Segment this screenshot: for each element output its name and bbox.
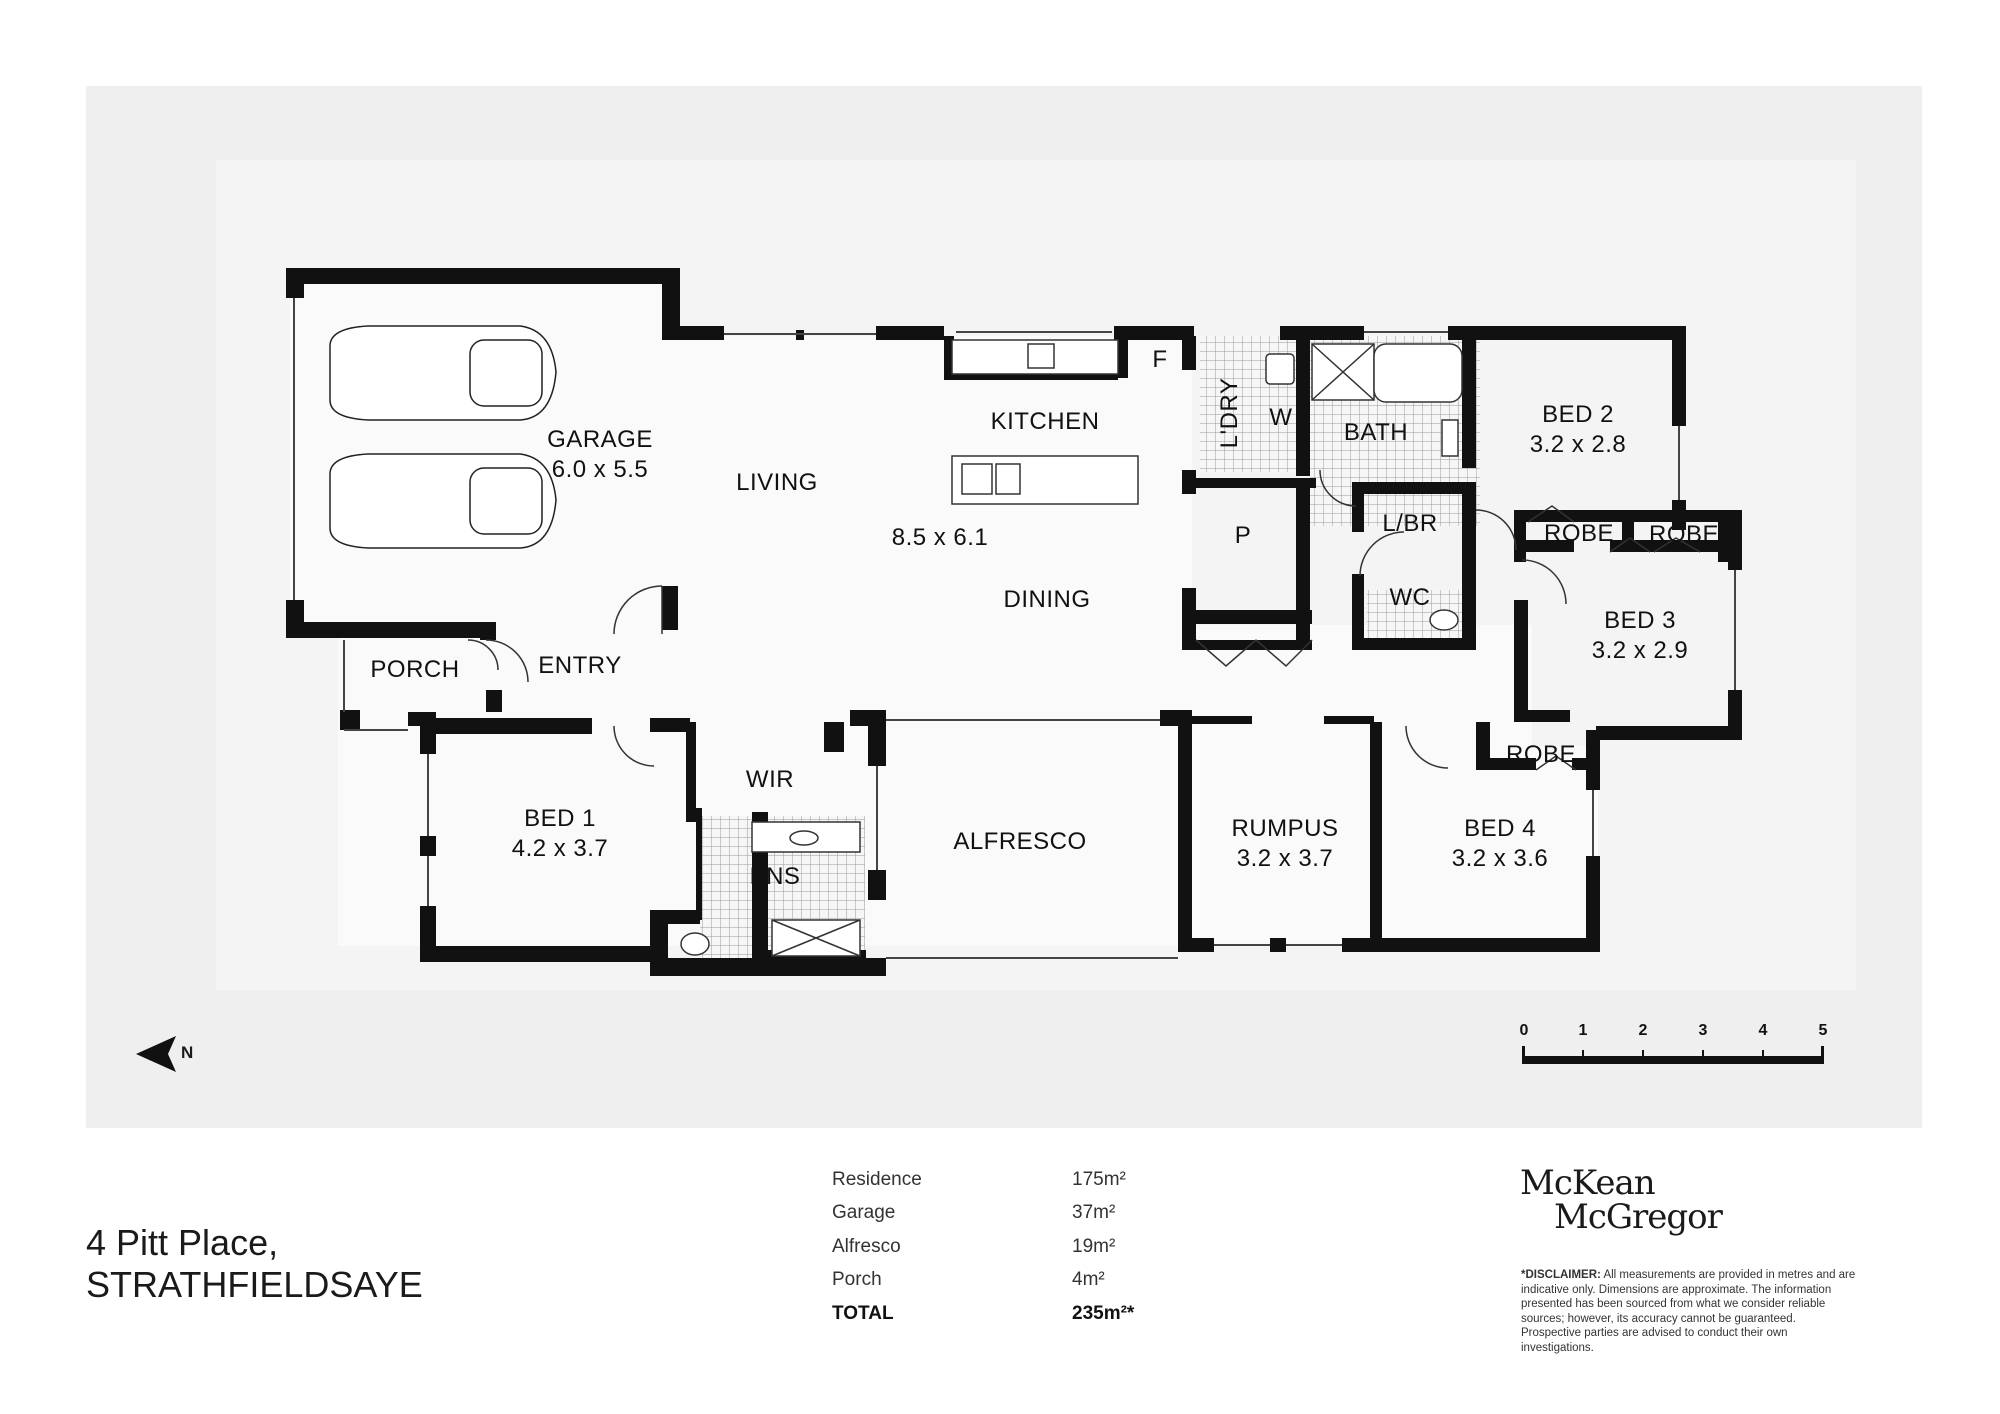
- room-dimensions: 3.2 x 3.6: [1451, 845, 1549, 872]
- area-name: Garage: [832, 1202, 896, 1224]
- room-name: PORCH: [370, 656, 460, 683]
- room-wir: WIR: [730, 765, 810, 795]
- room-bed3: BED 3 3.2 x 2.9: [1580, 606, 1700, 666]
- room-name: BED 3: [1604, 607, 1676, 634]
- room-dimensions: 3.2 x 3.7: [1236, 845, 1334, 872]
- room-name: L/BR: [1382, 510, 1438, 537]
- area-value: 175m²: [1072, 1168, 1126, 1190]
- scale-tick-3: 3: [1698, 1022, 1708, 1039]
- room-dining: DINING: [987, 585, 1107, 615]
- room-bed1: BED 1 4.2 x 3.7: [500, 804, 620, 864]
- room-name: ROBE: [1505, 741, 1576, 768]
- walls: [286, 268, 1742, 976]
- room-name: WC: [1389, 584, 1431, 611]
- room-fridge: F: [1145, 345, 1175, 375]
- room-bath: BATH: [1336, 418, 1416, 448]
- room-robe-bed3: ROBE: [1636, 520, 1732, 550]
- room-dimensions: 3.2 x 2.9: [1591, 637, 1689, 664]
- room-name: ENTRY: [538, 652, 622, 679]
- area-summary-table: Residence 175m² Garage 37m² Alfresco 19m…: [832, 1163, 1134, 1331]
- room-ens: ENS: [735, 862, 815, 892]
- room-robe-bed4: ROBE: [1493, 740, 1589, 770]
- room-dimensions: 3.2 x 2.8: [1529, 431, 1627, 458]
- room-name: BED 4: [1464, 815, 1536, 842]
- disclaimer: *DISCLAIMER: All measurements are provid…: [1521, 1268, 1856, 1355]
- room-name: ENS: [749, 863, 801, 890]
- room-name: KITCHEN: [990, 408, 1100, 435]
- agency-logo: McKean McGregor: [1520, 1163, 1723, 1237]
- room-name: BED 2: [1542, 401, 1614, 428]
- scale-tick-5: 5: [1818, 1022, 1828, 1039]
- room-name: LIVING: [736, 469, 818, 496]
- room-name: WIR: [745, 766, 795, 793]
- room-dimensions: 8.5 x 6.1: [891, 524, 989, 551]
- address-line-1: 4 Pitt Place,: [86, 1222, 279, 1263]
- room-name: L'DRY: [1216, 377, 1243, 449]
- room-name: ALFRESCO: [953, 828, 1087, 855]
- room-bed2: BED 2 3.2 x 2.8: [1518, 400, 1638, 460]
- scale-tick-0: 0: [1519, 1022, 1529, 1039]
- disclaimer-label: *DISCLAIMER:: [1521, 1269, 1601, 1281]
- room-alfresco: ALFRESCO: [940, 827, 1100, 857]
- room-name: W: [1269, 404, 1293, 431]
- room-name: ROBE: [1648, 521, 1719, 548]
- room-wc: WC: [1380, 583, 1440, 613]
- room-porch: PORCH: [360, 655, 470, 685]
- room-name: BATH: [1343, 419, 1409, 446]
- area-value: 19m²: [1072, 1235, 1116, 1257]
- address-line-2: STRATHFIELDSAYE: [86, 1264, 423, 1305]
- table-row: Garage 37m²: [832, 1197, 1134, 1231]
- doors: [467, 469, 1701, 771]
- room-dimensions: 4.2 x 3.7: [511, 835, 609, 862]
- room-linen: L/BR: [1370, 509, 1450, 539]
- kitchen-fixtures: [951, 339, 1139, 505]
- room-pantry: P: [1228, 521, 1258, 551]
- area-name: Alfresco: [832, 1235, 901, 1257]
- area-value: 4m²: [1072, 1269, 1105, 1291]
- north-arrow-icon: [136, 1036, 176, 1072]
- bathroom-fixtures: [680, 343, 1463, 957]
- scale-tick-4: 4: [1758, 1022, 1768, 1039]
- area-name: Residence: [832, 1168, 922, 1190]
- total-value: 235m²*: [1072, 1302, 1135, 1324]
- total-name: TOTAL: [832, 1302, 894, 1324]
- scale-tick-1: 1: [1578, 1022, 1588, 1039]
- table-row-total: TOTAL 235m²*: [832, 1297, 1134, 1331]
- room-robe-bed2: ROBE: [1531, 519, 1627, 549]
- property-address: 4 Pitt Place, STRATHFIELDSAYE: [86, 1222, 423, 1306]
- room-name: GARAGE: [547, 426, 653, 453]
- room-dimensions: 6.0 x 5.5: [551, 456, 649, 483]
- windows: [293, 298, 1736, 959]
- room-name: DINING: [1003, 586, 1091, 613]
- area-value: 37m²: [1072, 1202, 1116, 1224]
- room-living-dimensions: 8.5 x 6.1: [880, 523, 1000, 553]
- room-name: P: [1234, 522, 1252, 549]
- disclaimer-text: All measurements are provided in metres …: [1521, 1269, 1856, 1354]
- room-name: ROBE: [1543, 520, 1614, 547]
- room-entry: ENTRY: [525, 651, 635, 681]
- table-row: Porch 4m²: [832, 1264, 1134, 1298]
- room-rumpus: RUMPUS 3.2 x 3.7: [1220, 814, 1350, 874]
- room-name: RUMPUS: [1231, 815, 1339, 842]
- garage-cars: [329, 325, 557, 549]
- room-laundry: L'DRY: [1215, 373, 1245, 453]
- area-name: Porch: [832, 1269, 882, 1291]
- room-kitchen: KITCHEN: [975, 407, 1115, 437]
- floor-area: [216, 160, 1856, 990]
- table-row: Alfresco 19m²: [832, 1230, 1134, 1264]
- room-garage: GARAGE 6.0 x 5.5: [540, 425, 660, 485]
- scale-bar: [1522, 1046, 1824, 1064]
- room-living: LIVING: [717, 468, 837, 498]
- room-name: F: [1152, 346, 1168, 373]
- logo-line-2: McGregor: [1554, 1197, 1723, 1237]
- room-washer: W: [1266, 403, 1296, 433]
- room-bed4: BED 4 3.2 x 3.6: [1435, 814, 1565, 874]
- room-name: BED 1: [524, 805, 596, 832]
- north-label: N: [181, 1043, 194, 1062]
- scale-tick-2: 2: [1638, 1022, 1648, 1039]
- table-row: Residence 175m²: [832, 1163, 1134, 1197]
- logo-line-1: McKean: [1520, 1163, 1656, 1203]
